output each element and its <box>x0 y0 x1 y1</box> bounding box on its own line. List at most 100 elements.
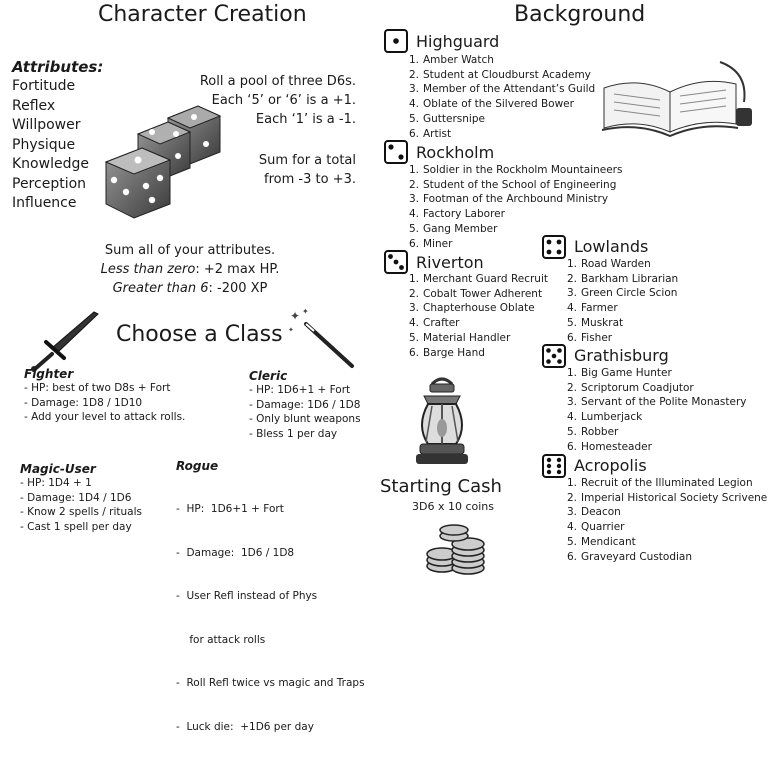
item-number: 2. <box>566 381 577 394</box>
item-number: 4. <box>566 302 577 315</box>
list-item: 4.Farmer <box>564 301 678 316</box>
item-number: 1. <box>566 258 577 270</box>
list-item: 3. Footman of the Archbound Ministry <box>406 192 622 207</box>
list-item: 5.Muskrat <box>564 316 678 331</box>
item-number: 5. <box>566 425 577 438</box>
roll-line: Roll a pool of three D6s. <box>199 74 356 89</box>
list-item: 4. Factory Laborer <box>406 207 622 222</box>
greater-than-six-line: Greater than 6: -200 XP <box>30 279 350 298</box>
list-item: 5.Gang Member <box>406 222 622 237</box>
list-item: 4. Oblate of the Silvered Bower <box>406 97 595 112</box>
item-text: Footman of the Archbound Ministry <box>423 193 609 206</box>
class-detail: - Damage: 1D4 / 1D6 <box>20 491 132 504</box>
list-item: 6.Artist <box>406 127 595 142</box>
attribute-item: Knowledge <box>12 156 89 172</box>
book-icon <box>601 61 752 138</box>
list-item: 2. Imperial Historical Society Scrivener <box>564 491 768 506</box>
list-item: 2.Student at Cloudburst Academy <box>406 68 595 83</box>
item-text: Merchant Guard Recruit <box>423 273 549 285</box>
die-face-6-icon <box>542 454 566 478</box>
coins-icon <box>426 524 485 575</box>
item-number: 1. <box>408 54 419 66</box>
item-number: 2. <box>566 491 577 504</box>
item-text: Artist <box>423 127 452 140</box>
item-number: 4. <box>566 521 577 534</box>
item-text: Imperial Historical Society Scrivener <box>581 491 768 504</box>
item-text: Miner <box>423 237 453 250</box>
item-number: 1. <box>408 273 419 285</box>
class-detail: for attack rolls <box>176 633 266 646</box>
region-lowlands-list: 1.Road Warden 2.Barkham Librarian 3.Gree… <box>564 257 678 345</box>
item-number: 5. <box>408 331 419 344</box>
class-name: Magic-User <box>20 462 96 476</box>
item-text: Crafter <box>423 317 460 330</box>
item-number: 6. <box>408 346 419 359</box>
class-detail: - Bless 1 per day <box>249 427 338 440</box>
list-item: 4.Crafter <box>406 316 548 331</box>
item-text: Lumberjack <box>581 411 643 424</box>
region-highguard-title: Highguard <box>416 32 500 51</box>
greater-than-six-value: : -200 XP <box>208 281 268 296</box>
list-item: 1.Recruit of the Illuminated Legion <box>564 476 768 491</box>
roll-instructions: Roll a pool of three D6s. Each ‘5’ or ‘6… <box>200 72 356 129</box>
die-face-3-icon <box>384 250 408 274</box>
attributes-list: Fortitude Reflex Willpower Physique Know… <box>12 77 89 214</box>
dice-icon <box>104 105 222 219</box>
class-rogue: Rogue - HP: 1D6+1 + Fort - Damage: 1D6 /… <box>176 459 365 763</box>
item-text: Fisher <box>581 331 613 344</box>
class-detail: - HP: 1D6+1 + Fort <box>176 503 284 515</box>
item-number: 3. <box>566 287 577 300</box>
list-item: 3.Chapterhouse Oblate <box>406 301 548 316</box>
less-than-zero-label: Less than zero <box>100 262 196 277</box>
roll-line: Each ‘1’ is a -1. <box>255 112 356 127</box>
region-rockholm-title: Rockholm <box>416 143 495 162</box>
class-detail: - Luck die: +1D6 per day <box>176 720 314 733</box>
item-number: 4. <box>408 98 419 111</box>
class-detail: - Cast 1 spell per day <box>20 520 132 533</box>
die-face-1-icon <box>384 29 408 53</box>
list-item: 1.Big Game Hunter <box>564 366 747 381</box>
list-item: 4.Lumberjack <box>564 410 747 425</box>
item-number: 5. <box>566 535 577 548</box>
item-text: Cobalt Tower Adherent <box>423 287 543 300</box>
roll-line: Each ‘5’ or ‘6’ is a +1. <box>211 93 356 108</box>
item-number: 6. <box>566 440 577 453</box>
background-title: Background <box>514 2 646 27</box>
item-text: Barge Hand <box>423 346 485 359</box>
class-details: - HP: 1D4 + 1 - Damage: 1D4 / 1D6 - Know… <box>20 476 142 534</box>
item-text: Factory Laborer <box>423 208 505 221</box>
item-text: Homesteader <box>581 440 652 453</box>
region-acropolis-title: Acropolis <box>574 456 647 475</box>
sum-line: from -3 to +3. <box>264 172 356 187</box>
list-item: 3.Deacon <box>564 505 768 520</box>
item-text: Robber <box>581 425 619 438</box>
less-than-zero-line: Less than zero: +2 max HP. <box>30 260 350 279</box>
item-number: 3. <box>408 193 419 206</box>
item-text: Student at Cloudburst Academy <box>423 68 591 81</box>
class-cleric: Cleric - HP: 1D6+1 + Fort - Damage: 1D6 … <box>249 369 361 441</box>
class-name: Fighter <box>24 367 74 381</box>
item-number: 5. <box>408 112 419 125</box>
item-number: 4. <box>408 208 419 221</box>
item-text: Big Game Hunter <box>581 367 672 379</box>
item-number: 3. <box>408 302 419 315</box>
class-name: Cleric <box>249 369 288 383</box>
die-face-5-icon <box>542 344 566 368</box>
item-text: Material Handler <box>423 331 511 344</box>
svg-text:✦: ✦ <box>288 326 294 334</box>
list-item: 3.Member of the Attendant’s Guild <box>406 82 595 97</box>
item-text: Soldier in the Rockholm Mountaineers <box>423 164 623 176</box>
item-text: Oblate of the Silvered Bower <box>423 98 574 111</box>
class-detail: - Roll Refl twice vs magic and Traps <box>176 677 365 689</box>
die-face-4-icon <box>542 235 566 259</box>
item-number: 1. <box>408 164 419 176</box>
die-face-2-icon <box>384 140 408 164</box>
list-item: 2.Scriptorum Coadjutor <box>564 381 747 396</box>
attribute-item: Physique <box>12 136 76 153</box>
item-text: Gang Member <box>423 222 498 235</box>
item-text: Guttersnipe <box>423 112 485 125</box>
class-detail: - Add your level to attack rolls. <box>24 411 186 423</box>
class-magic-user: Magic-User - HP: 1D4 + 1 - Damage: 1D4 /… <box>20 462 142 534</box>
item-text: Barkham Librarian <box>581 272 679 285</box>
item-number: 2. <box>408 287 419 300</box>
